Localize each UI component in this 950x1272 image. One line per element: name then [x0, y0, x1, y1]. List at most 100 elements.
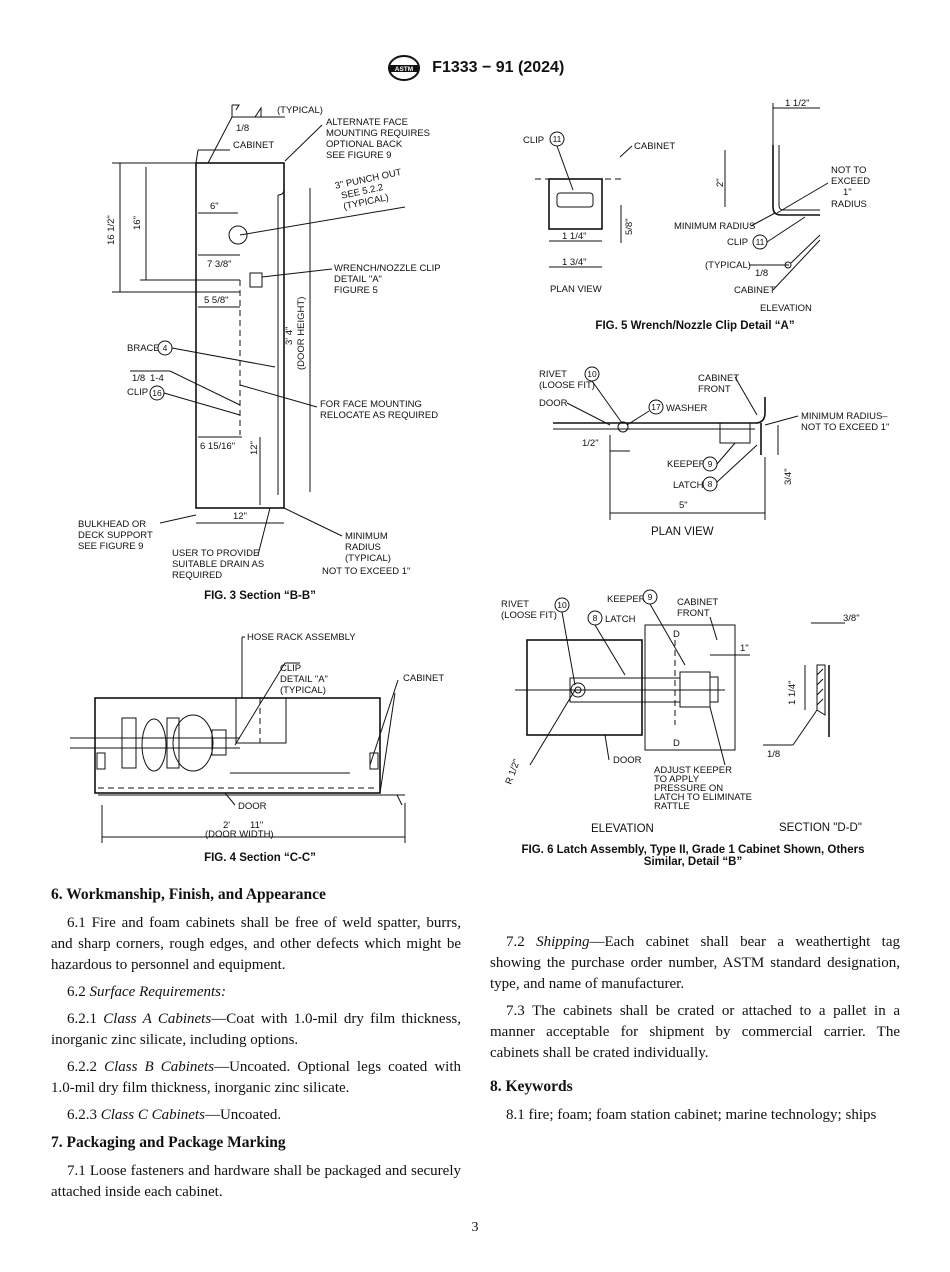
fig4-section-cc-drawing: HOSE RACK ASSEMBLY CLIP DETAIL "A" (TYPI…: [70, 632, 444, 843]
min2-label: RADIUS: [345, 542, 381, 553]
latch2-label: LATCH: [605, 614, 636, 625]
cabinet-label: CABINET: [233, 140, 274, 151]
hose-label: HOSE RACK ASSEMBLY: [247, 632, 356, 643]
d114-label: 1 1/4": [562, 231, 587, 242]
doorw-label: (DOOR WIDTH): [205, 829, 274, 840]
elev-label: ELEVATION: [760, 303, 812, 314]
page-header: ASTM F1333 − 91 (2024): [0, 54, 950, 82]
keeper2-label: KEEPER: [607, 594, 646, 605]
dD-label: D: [673, 738, 680, 749]
eighth-label: 1/8: [236, 123, 249, 134]
clip-label: CLIP: [127, 387, 148, 398]
adj1-label: ADJUST KEEPER: [654, 765, 732, 776]
d134-label: 1 3/4": [562, 257, 587, 268]
d38-label: 3/8": [843, 613, 860, 624]
para-7-2: 7.2 Shipping—Each cabinet shall bear a w…: [490, 934, 900, 992]
alt1-label: ALTERNATE FACE: [326, 117, 408, 128]
d11-label: 11": [250, 820, 263, 831]
user2-label: SUITABLE DRAIN AS: [172, 559, 264, 570]
clip-n-label: 16: [152, 388, 162, 398]
d61516-label: 6 15/16": [200, 441, 235, 452]
page-number: 3: [471, 1220, 479, 1235]
plan-label: PLAN VIEW: [550, 284, 602, 295]
cabinet-label: CABINET: [634, 141, 675, 152]
fig5-caption: FIG. 5 Wrench/Nozzle Clip Detail “A”: [595, 320, 795, 332]
nte3-label: 1": [843, 187, 852, 198]
face2-label: RELOCATE AS REQUIRED: [320, 410, 438, 421]
user3-label: REQUIRED: [172, 570, 222, 581]
cabfront1-label: CABINET: [698, 373, 739, 384]
e14a-label: 1/8: [132, 373, 145, 384]
adj4-label: LATCH TO ELIMINATE: [654, 792, 752, 803]
section-6-heading: 6. Workmanship, Finish, and Appearance: [51, 886, 326, 903]
d558-label: 5 5/8": [204, 295, 229, 306]
loose-label: (LOOSE FIT): [539, 380, 595, 391]
d2-label: 2': [223, 820, 230, 831]
d16-label: 16": [132, 216, 143, 230]
plan-label: PLAN VIEW: [651, 526, 714, 538]
n8-label: 8: [708, 479, 713, 489]
brace-n-label: 4: [163, 343, 168, 353]
clip2-label: DETAIL "A": [280, 674, 328, 685]
n10-label: 10: [587, 369, 597, 379]
d114-label: 1 1/4": [787, 680, 798, 705]
para-6-2-1: 6.2.1 Class A Cabinets—Coat with 1.0-mil…: [51, 1011, 461, 1048]
d1-label: 1": [740, 643, 749, 654]
cabinet-label: CABINET: [403, 673, 444, 684]
minr1-label: MINIMUM RADIUS–: [801, 411, 888, 422]
d34-label: 3/4": [783, 468, 794, 485]
svg-text:ASTM: ASTM: [395, 66, 413, 73]
clip3-label: (TYPICAL): [280, 685, 326, 696]
adj3-label: PRESSURE ON: [654, 783, 723, 794]
section-8-heading: 8. Keywords: [490, 1078, 573, 1095]
adj5-label: RATTLE: [654, 801, 690, 812]
keeper-label: KEEPER: [667, 459, 706, 470]
door2-label: DOOR: [613, 755, 642, 766]
rivet2-label: RIVET: [501, 599, 529, 610]
standard-designation: F1333 − 91 (2024): [432, 59, 565, 76]
cabfront3-label: CABINET: [677, 597, 718, 608]
para-6-2: 6.2 Surface Requirements:: [67, 984, 226, 1000]
para-8-1: 8.1 fire; foam; foam station cabinet; ma…: [506, 1107, 877, 1123]
d12h-label: 12": [233, 511, 247, 522]
para-6-1: 6.1 Fire and foam cabinets shall be free…: [51, 915, 461, 973]
min3-label: (TYPICAL): [345, 553, 391, 564]
user1-label: USER TO PROVIDE: [172, 548, 259, 559]
para-7-1: 7.1 Loose fasteners and hardware shall b…: [51, 1163, 461, 1200]
para-6-2-3: 6.2.3 Class C Cabinets—Uncoated.: [67, 1107, 282, 1123]
n9-label: 9: [708, 459, 713, 469]
fig6-caption-line2: Similar, Detail “B”: [643, 856, 743, 868]
d12-label: 1/2": [582, 438, 599, 449]
e14b-label: 1-4: [150, 373, 164, 384]
bulk3-label: SEE FIGURE 9: [78, 541, 143, 552]
clip-label: CLIP: [523, 135, 544, 146]
d112-label: 1 1/2": [785, 98, 810, 109]
clip2-label: CLIP: [727, 237, 748, 248]
door-label: DOOR: [539, 398, 568, 409]
right-column: 7.2 Shipping—Each cabinet shall bear a w…: [490, 932, 900, 1132]
section-7-heading: 7. Packaging and Package Marking: [51, 1134, 286, 1151]
latch-label: LATCH: [673, 480, 704, 491]
nte2-label: EXCEED: [831, 176, 870, 187]
n8-label: 8: [593, 613, 598, 623]
bulk2-label: DECK SUPPORT: [78, 530, 153, 541]
para-6-2-2: 6.2.2 Class B Cabinets—Uncoated. Optiona…: [51, 1059, 462, 1096]
cabfront2-label: FRONT: [698, 384, 731, 395]
fig6-caption-line1: FIG. 6 Latch Assembly, Type II, Grade 1 …: [521, 844, 865, 856]
clip-n-label: 11: [553, 134, 562, 144]
brace-label: BRACE: [127, 343, 160, 354]
fig4-caption: FIG. 4 Section “C-C”: [204, 852, 316, 864]
d58-label: 5/8": [624, 218, 635, 235]
eighth-label: 1/8: [767, 749, 780, 760]
astm-logo-icon: ASTM: [387, 55, 420, 81]
cab2-label: CABINET: [734, 285, 775, 296]
d12v-label: 12": [249, 441, 260, 455]
fig3-caption: FIG. 3 Section “B-B”: [204, 590, 316, 602]
loose2-label: (LOOSE FIT): [501, 610, 557, 621]
min4-label: NOT TO EXCEED 1": [322, 566, 410, 577]
wr2-label: DETAIL "A": [334, 274, 382, 285]
r12-label: R 1/2": [503, 758, 522, 786]
fig3-section-bb-drawing: (TYPICAL) 1/8 CABINET ALTERNATE FACE MOU…: [78, 104, 441, 581]
eighth-label: 1/8: [755, 268, 768, 279]
minr-label: MINIMUM RADIUS: [674, 221, 755, 232]
